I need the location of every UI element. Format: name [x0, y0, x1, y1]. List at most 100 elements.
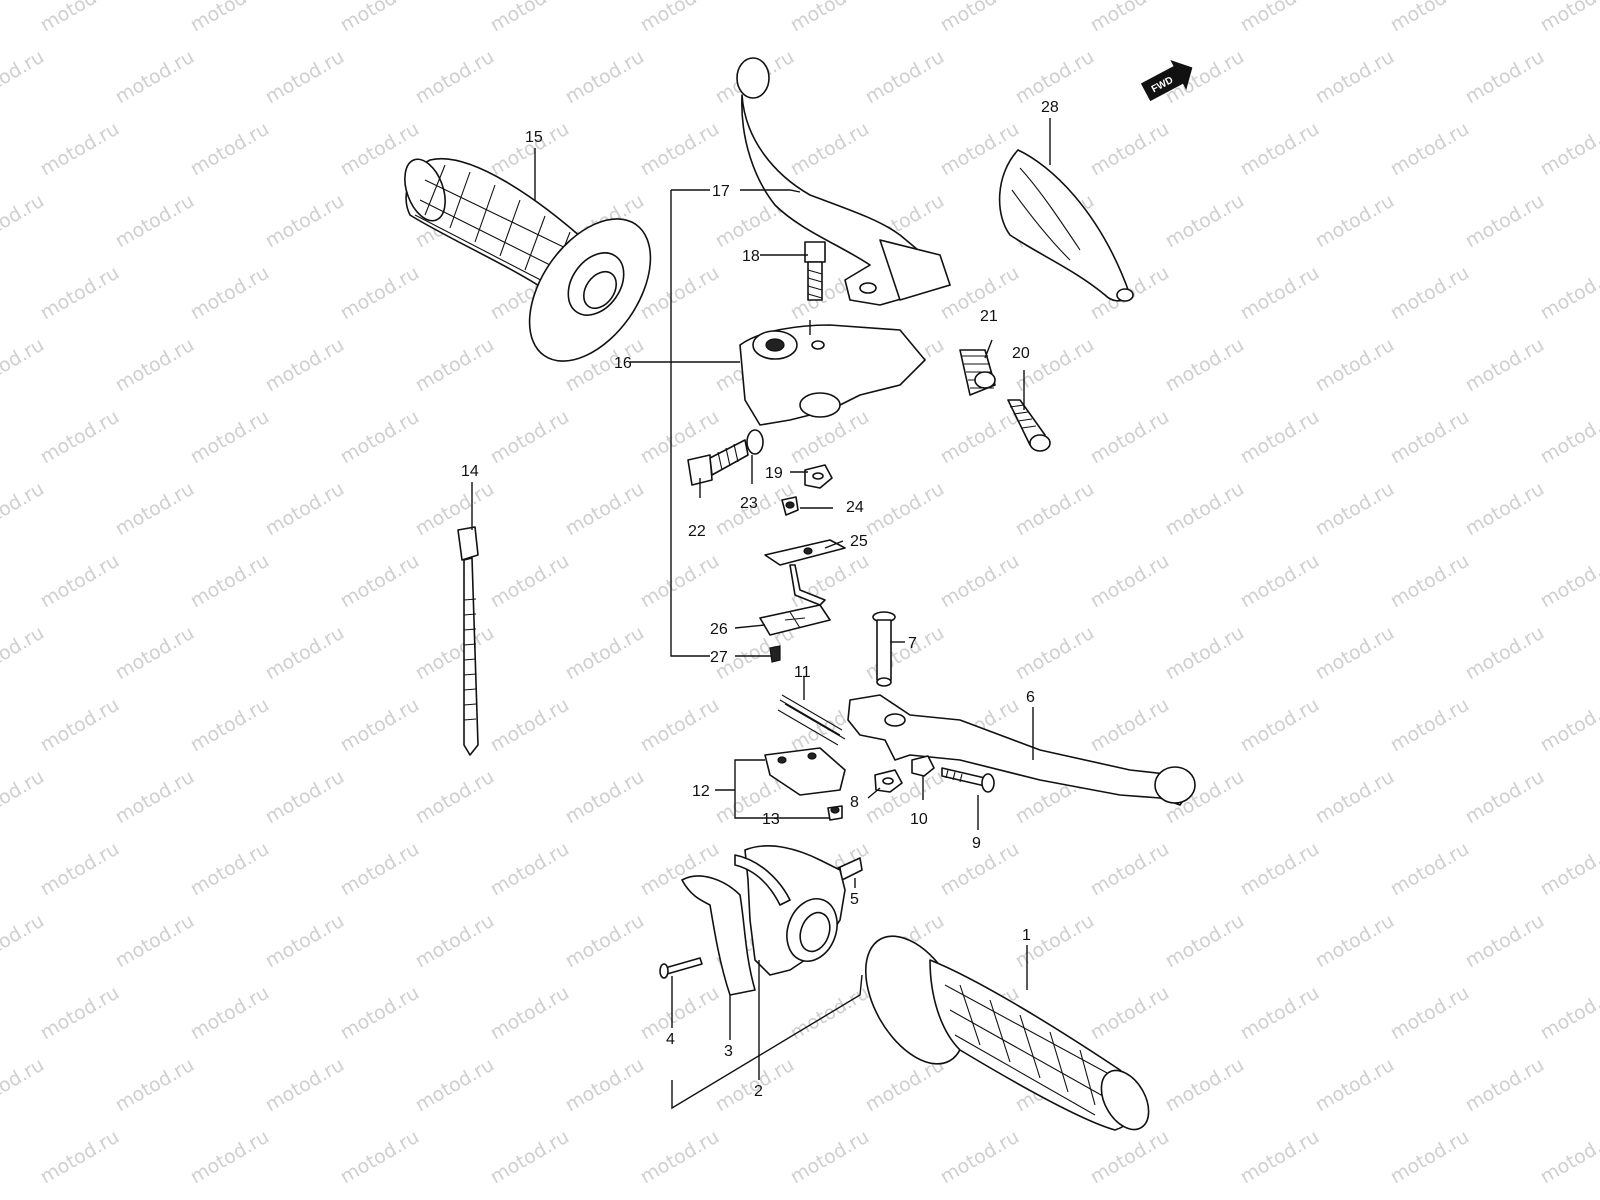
part-16-lever-bracket [739, 320, 926, 426]
watermark-text: motod.ru [787, 1126, 873, 1189]
watermark-text: motod.ru [937, 406, 1023, 469]
watermark-text: motod.ru [787, 118, 873, 181]
watermark-text: motod.ru [337, 1126, 423, 1189]
watermark-text: motod.ru [1537, 838, 1600, 901]
watermark-text: motod.ru [0, 478, 48, 541]
callout-4: 4 [666, 1031, 675, 1048]
watermark-text: motod.ru [1012, 478, 1098, 541]
watermark-text: motod.ru [487, 694, 573, 757]
watermark-text: motod.ru [1312, 622, 1398, 685]
watermark-text: motod.ru [262, 190, 348, 253]
callout-19: 19 [765, 465, 783, 482]
watermark-text: motod.ru [37, 550, 123, 613]
watermark-text: motod.ru [37, 838, 123, 901]
watermark-text: motod.ru [262, 910, 348, 973]
callout-14: 14 [461, 463, 479, 480]
watermark-text: motod.ru [862, 46, 948, 109]
watermark-text: motod.ru [562, 46, 648, 109]
part-25-bracket-plate [764, 539, 846, 606]
part-24-screw [781, 496, 799, 516]
watermark-text: motod.ru [1462, 910, 1548, 973]
watermark-text: motod.ru [1462, 622, 1548, 685]
watermark-text: motod.ru [37, 982, 123, 1045]
watermark-text: motod.ru [1537, 262, 1600, 325]
watermark-text: motod.ru [1237, 1126, 1323, 1189]
watermark-text: motod.ru [412, 766, 498, 829]
watermark-text: motod.ru [562, 766, 648, 829]
part-21-adjuster-nut [959, 349, 996, 396]
watermark-text: motod.ru [1312, 766, 1398, 829]
watermark-text: motod.ru [637, 1126, 723, 1189]
part-27-screw [769, 645, 781, 663]
watermark-text: motod.ru [37, 0, 123, 36]
watermark-text: motod.ru [637, 694, 723, 757]
watermark-text: motod.ru [1087, 1126, 1173, 1189]
watermark-text: motod.ru [37, 1126, 123, 1189]
watermark-text: motod.ru [1462, 190, 1548, 253]
watermark-text: motod.ru [1237, 694, 1323, 757]
watermark-text: motod.ru [37, 406, 123, 469]
watermark-text: motod.ru [1537, 406, 1600, 469]
watermark-text: motod.ru [562, 1054, 648, 1117]
watermark-text: motod.ru [337, 0, 423, 36]
watermark-text: motod.ru [1087, 406, 1173, 469]
part-28-lever-cover [998, 149, 1134, 302]
watermark-text: motod.ru [337, 838, 423, 901]
watermark-text: motod.ru [112, 46, 198, 109]
callout-28: 28 [1041, 99, 1059, 116]
watermark-text: motod.ru [37, 262, 123, 325]
fwd-arrow-icon: FWD [1140, 59, 1193, 102]
watermark-text: motod.ru [487, 118, 573, 181]
watermark-text: motod.ru [337, 262, 423, 325]
watermark-text: motod.ru [637, 0, 723, 36]
watermark-text: motod.ru [112, 910, 198, 973]
watermark-text: motod.ru [637, 118, 723, 181]
watermark-text: motod.ru [1087, 694, 1173, 757]
watermark-text: motod.ru [562, 478, 648, 541]
part-23-washer [746, 429, 764, 455]
callout-2: 2 [754, 1083, 763, 1100]
watermark-text: motod.ru [1162, 622, 1248, 685]
watermark-text: motod.ru [637, 550, 723, 613]
part-15-left-grip [404, 157, 652, 362]
watermark-text: motod.ru [337, 694, 423, 757]
watermark-text: motod.ru [1237, 838, 1323, 901]
watermark-text: motod.ru [1462, 478, 1548, 541]
watermark-text: motod.ru [1537, 550, 1600, 613]
callout-27: 27 [710, 649, 728, 666]
watermark-text: motod.ru [37, 118, 123, 181]
part-10-nut [911, 755, 935, 777]
part-12-switch [764, 747, 846, 796]
watermark-text: motod.ru [487, 406, 573, 469]
watermark-text: motod.ru [1237, 982, 1323, 1045]
watermark-text: motod.ru [0, 766, 48, 829]
watermark-text: motod.ru [1387, 1126, 1473, 1189]
watermark-text: motod.ru [1312, 910, 1398, 973]
watermark-text: motod.ru [187, 406, 273, 469]
watermark-text: motod.ru [1537, 118, 1600, 181]
watermark-text: motod.ru [337, 406, 423, 469]
part-18-pivot-bolt [804, 241, 826, 301]
callout-22: 22 [688, 523, 706, 540]
callout-12: 12 [692, 783, 710, 800]
callout-24: 24 [846, 499, 864, 516]
watermark-text: motod.ru [262, 478, 348, 541]
watermark-text: motod.ru [1387, 694, 1473, 757]
watermark-text: motod.ru [1162, 478, 1248, 541]
part-9-bolt [941, 767, 995, 793]
watermark-text: motod.ru [1012, 622, 1098, 685]
watermark-text: motod.ru [1537, 0, 1600, 36]
watermark-text: motod.ru [112, 334, 198, 397]
watermark-text: motod.ru [1237, 406, 1323, 469]
watermark-text: motod.ru [262, 1054, 348, 1117]
callout-3: 3 [724, 1043, 733, 1060]
watermark-text: motod.ru [112, 622, 198, 685]
watermark-text: motod.ru [1087, 982, 1173, 1045]
callout-9: 9 [972, 835, 981, 852]
watermark-text: motod.ru [937, 0, 1023, 36]
watermark-text: motod.ru [1162, 334, 1248, 397]
watermark-text: motod.ru [262, 622, 348, 685]
part-11-spring [777, 694, 846, 746]
